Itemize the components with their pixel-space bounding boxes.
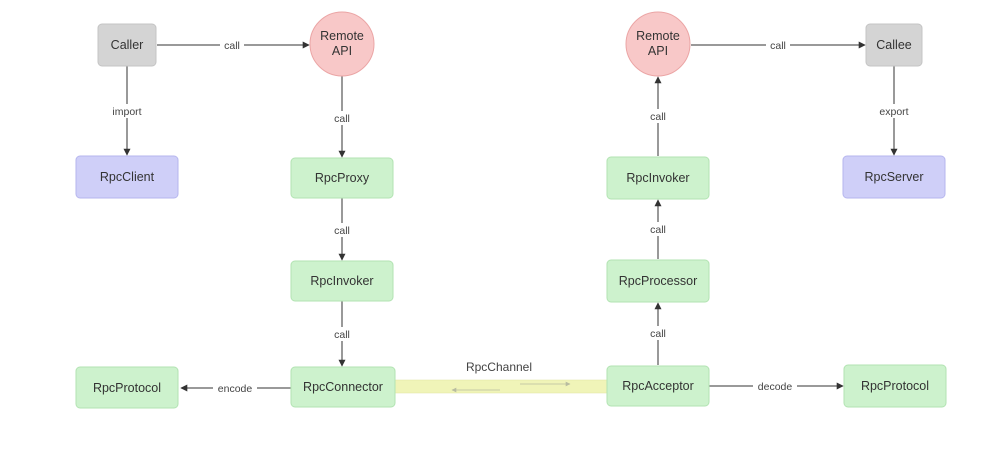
node-remote-api-left-line2: API (332, 44, 352, 58)
edge-rpc-connector-encode: encode (180, 381, 292, 395)
node-rpc-protocol-left-label: RpcProtocol (93, 381, 161, 395)
edge-label-call: call (650, 224, 666, 236)
edge-remote-api-to-rpc-proxy: call (330, 76, 354, 158)
edge-label-call: call (650, 328, 666, 340)
edge-rpc-acceptor-decode: decode (709, 379, 844, 393)
edge-callee-export-rpc-server: export (874, 66, 914, 156)
node-remote-api-right-line1: Remote (636, 29, 680, 43)
node-caller: Caller (97, 23, 157, 67)
node-rpc-invoker-right-label: RpcInvoker (626, 171, 689, 185)
node-remote-api-left-line1: Remote (320, 29, 364, 43)
node-rpc-processor: RpcProcessor (606, 259, 710, 303)
node-rpc-invoker-right: RpcInvoker (606, 156, 710, 200)
node-rpc-protocol-right: RpcProtocol (843, 364, 947, 408)
edge-rpc-invoker-to-remote-api: call (646, 76, 670, 156)
edge-rpc-invoker-to-rpc-connector: call (330, 301, 354, 367)
node-rpc-invoker-left-label: RpcInvoker (310, 274, 373, 288)
edge-label-call: call (224, 40, 240, 52)
node-rpc-server-label: RpcServer (864, 170, 923, 184)
rpc-channel-label: RpcChannel (466, 360, 532, 374)
edge-rpc-proxy-to-rpc-invoker: call (330, 198, 354, 261)
node-callee: Callee (865, 23, 923, 67)
rpc-channel-band (394, 379, 608, 394)
edge-label-call: call (650, 111, 666, 123)
edge-remote-api-to-callee: call (691, 38, 866, 52)
node-rpc-invoker-left: RpcInvoker (290, 260, 394, 302)
node-rpc-processor-label: RpcProcessor (619, 274, 698, 288)
node-rpc-connector: RpcConnector (290, 366, 396, 408)
edge-caller-to-remote-api: call (157, 38, 310, 52)
node-caller-label: Caller (111, 38, 144, 52)
edge-label-encode: encode (218, 383, 253, 395)
edge-label-call: call (334, 113, 350, 125)
edge-label-call: call (770, 40, 786, 52)
edge-caller-import-rpc-client: import (106, 66, 148, 156)
node-callee-label: Callee (876, 38, 911, 52)
rpc-channel: RpcChannel (394, 360, 608, 394)
node-rpc-acceptor: RpcAcceptor (606, 365, 710, 407)
node-rpc-acceptor-label: RpcAcceptor (622, 379, 694, 393)
node-rpc-connector-label: RpcConnector (303, 380, 383, 394)
edge-label-decode: decode (758, 381, 793, 393)
edge-rpc-processor-to-rpc-invoker: call (646, 199, 670, 259)
edge-label-import: import (112, 106, 141, 118)
node-rpc-server: RpcServer (842, 155, 946, 199)
edge-label-call: call (334, 225, 350, 237)
node-rpc-client-label: RpcClient (100, 170, 155, 184)
node-rpc-proxy-label: RpcProxy (315, 171, 370, 185)
node-remote-api-right: Remote API (625, 11, 691, 77)
node-rpc-client: RpcClient (75, 155, 179, 199)
node-remote-api-left: Remote API (309, 11, 375, 77)
node-remote-api-right-line2: API (648, 44, 668, 58)
edge-label-call: call (334, 329, 350, 341)
node-rpc-protocol-right-label: RpcProtocol (861, 379, 929, 393)
node-rpc-proxy: RpcProxy (290, 157, 394, 199)
node-rpc-protocol-left: RpcProtocol (75, 366, 179, 409)
edge-label-export: export (879, 106, 908, 118)
edge-rpc-acceptor-to-rpc-processor: call (646, 302, 670, 365)
